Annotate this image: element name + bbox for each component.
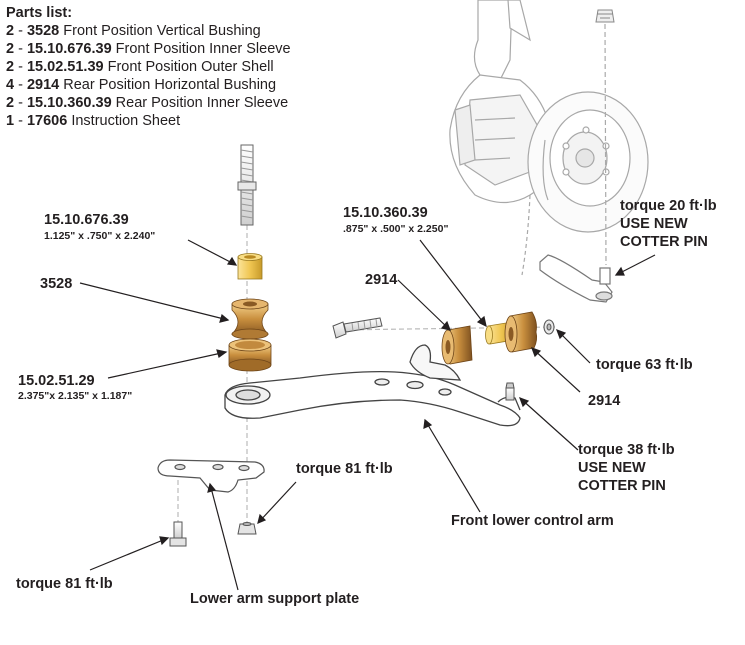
label-torque-plate-nut: torque 81 ft·lb <box>296 461 393 477</box>
label-outer-shell-dims: 2.375"x 2.135" x 1.187" <box>18 390 133 402</box>
part-number: 15.10.360.39 <box>26 95 112 111</box>
torque-note: USE NEW <box>620 216 688 232</box>
parts-list-item: 2 - 15.10.360.39 Rear Position Inner Sle… <box>6 94 291 112</box>
torque-value: torque 20 ft·lb <box>620 198 717 214</box>
rear-horizontal-bolt <box>332 317 383 339</box>
label-torque-rear-nut: torque 63 ft·lb <box>596 357 693 373</box>
label-inner-sleeve-rear-dims: .875" x .500" x 2.250" <box>343 223 449 235</box>
label-control-arm: Front lower control arm <box>451 513 614 529</box>
part-description: Rear Position Horizontal Bushing <box>63 77 277 93</box>
parts-list-item: 1 - 17606 Instruction Sheet <box>6 112 291 130</box>
inner-sleeve-front-part <box>237 253 263 280</box>
part-description: Front Position Vertical Bushing <box>63 23 261 39</box>
plate-nut <box>237 522 257 535</box>
rear-bushing-right-part <box>504 311 538 353</box>
label-torque-tie-rod: torque 20 ft·lb USE NEW COTTER PIN <box>620 197 717 251</box>
part-sep: - <box>14 77 27 93</box>
parts-list-title: Parts list: <box>6 5 73 21</box>
label-rear-bushing-right: 2914 <box>588 393 621 409</box>
parts-list-item: 4 - 2914 Rear Position Horizontal Bushin… <box>6 76 291 94</box>
vertical-stud <box>237 144 257 226</box>
label-inner-sleeve-rear: 15.10.360.39 <box>343 205 428 221</box>
part-qty: 1 <box>6 113 15 129</box>
torque-note: COTTER PIN <box>578 478 666 494</box>
part-number: 3528 <box>26 23 60 39</box>
part-qty: 2 <box>6 23 15 39</box>
parts-list-item: 2 - 15.02.51.39 Front Position Outer She… <box>6 58 291 76</box>
label-torque-plate-bolt: torque 81 ft·lb <box>16 576 113 592</box>
parts-list: Parts list: 2 - 3528 Front Position Vert… <box>6 4 291 130</box>
label-inner-sleeve-front-dims: 1.125" x .750" x 2.240" <box>44 230 156 242</box>
part-sep: - <box>14 23 27 39</box>
part-sep: - <box>14 95 27 111</box>
tie-rod-end <box>539 254 613 303</box>
label-torque-ball-joint: torque 38 ft·lb USE NEW COTTER PIN <box>578 441 675 495</box>
ball-joint-stud <box>505 382 515 401</box>
part-qty: 2 <box>6 59 15 75</box>
lower-arm-support-plate <box>157 459 265 493</box>
top-castle-nut <box>595 9 615 23</box>
strut-knuckle-assembly <box>449 0 649 276</box>
part-sep: - <box>14 113 27 129</box>
vertical-bushing-part <box>231 298 269 340</box>
part-number: 15.02.51.39 <box>26 59 104 75</box>
parts-list-item: 2 - 3528 Front Position Vertical Bushing <box>6 22 291 40</box>
part-description: Rear Position Inner Sleeve <box>115 95 289 111</box>
part-qty: 4 <box>6 77 15 93</box>
part-sep: - <box>14 59 27 75</box>
part-sep: - <box>14 41 27 57</box>
torque-value: torque 38 ft·lb <box>578 442 675 458</box>
label-rear-bushing-left: 2914 <box>365 272 398 288</box>
label-vertical-bushing: 3528 <box>40 276 73 292</box>
label-support-plate: Lower arm support plate <box>190 591 360 607</box>
outer-shell-part <box>228 338 272 372</box>
rear-nut <box>543 319 555 335</box>
part-description: Front Position Outer Shell <box>107 59 274 75</box>
torque-note: COTTER PIN <box>620 234 708 250</box>
label-outer-shell: 15.02.51.29 <box>18 373 95 389</box>
part-number: 17606 <box>26 113 68 129</box>
parts-list-item: 2 - 15.10.676.39 Front Position Inner Sl… <box>6 40 291 58</box>
label-inner-sleeve-front: 15.10.676.39 <box>44 212 129 228</box>
lower-control-arm <box>224 344 521 427</box>
part-description: Instruction Sheet <box>71 113 181 129</box>
rear-bushing-left-part <box>441 325 473 365</box>
torque-note: USE NEW <box>578 460 646 476</box>
part-number: 2914 <box>26 77 60 93</box>
leader-lines <box>79 239 656 591</box>
part-description: Front Position Inner Sleeve <box>115 41 291 57</box>
plate-bolt <box>169 521 187 547</box>
part-qty: 2 <box>6 41 15 57</box>
part-number: 15.10.676.39 <box>26 41 112 57</box>
part-qty: 2 <box>6 95 15 111</box>
